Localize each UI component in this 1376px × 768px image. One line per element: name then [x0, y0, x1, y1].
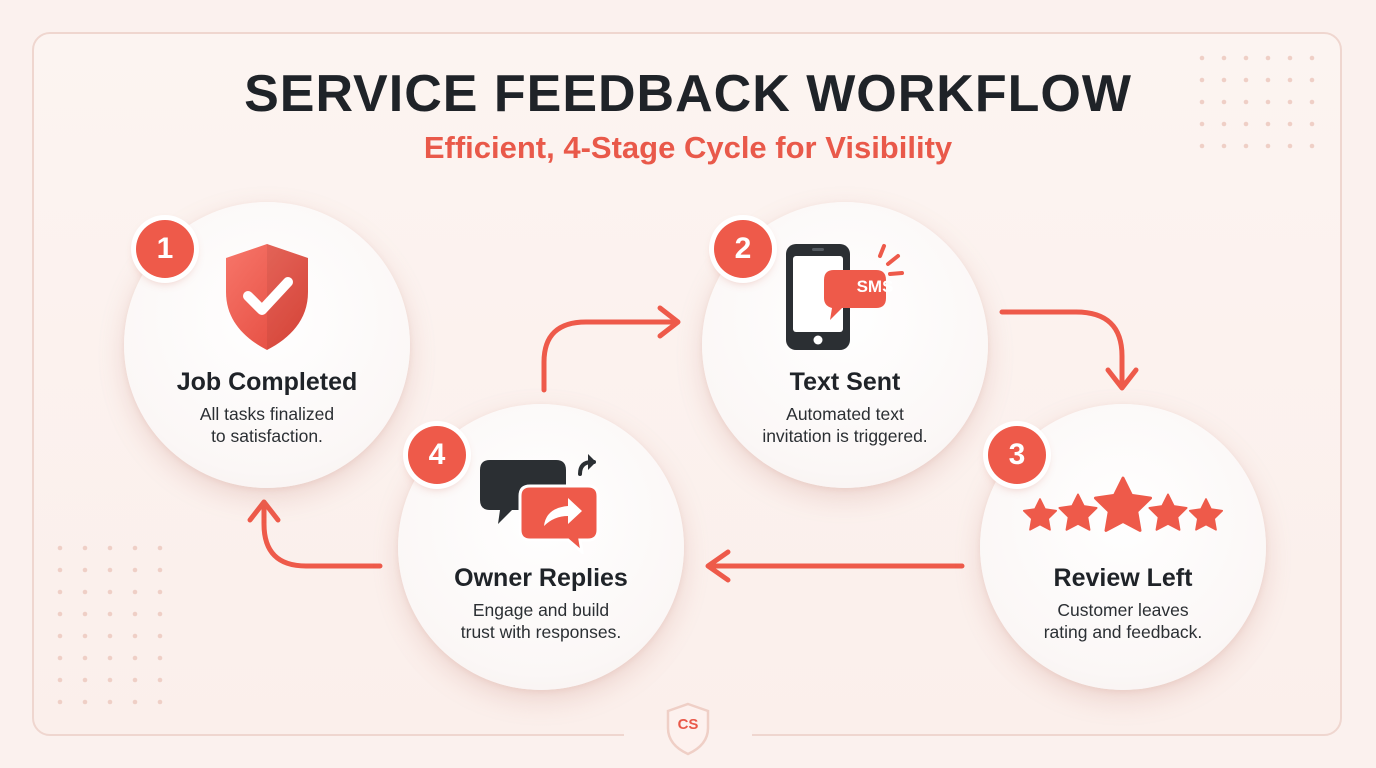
- five-stars-icon: [1022, 476, 1224, 532]
- arrow-to-stage-4-head: [705, 549, 731, 583]
- stage-title: Job Completed: [176, 368, 358, 396]
- logo-text: CS: [677, 716, 699, 733]
- stage-description-line-1: All tasks finalized: [199, 404, 335, 424]
- stage-description-line-1: Customer leaves: [1057, 600, 1189, 620]
- arrow-to-stage-2: [541, 319, 679, 393]
- stage-description-line-2: to satisfaction.: [211, 426, 323, 446]
- dot-grid-top-right: [1199, 55, 1315, 149]
- stage-title: Text Sent: [789, 368, 901, 396]
- stage-title: Owner Replies: [454, 564, 628, 592]
- arrow-to-stage-3: [999, 309, 1125, 389]
- stage-description-line-2: rating and feedback.: [1043, 622, 1203, 642]
- stage-4-number-badge: 4: [408, 426, 466, 484]
- page-title: SERVICE FEEDBACK WORKFLOW: [244, 65, 1132, 123]
- stage-3-number-badge: 3: [988, 426, 1046, 484]
- stage-1-job-completed: Job Completed All tasks finalized to sat…: [124, 202, 410, 488]
- page-subtitle: Efficient, 4-Stage Cycle for Visibility: [423, 130, 953, 165]
- sms-label: SMS: [856, 277, 894, 296]
- stage-title: Review Left: [1053, 564, 1193, 592]
- stage-description-line-2: trust with responses.: [460, 622, 622, 642]
- stage-description-line-1: Automated text: [786, 404, 904, 424]
- cs-shield-logo: [666, 702, 710, 756]
- phone-sms-icon: [786, 244, 904, 350]
- shield-check-icon: [226, 244, 308, 350]
- reply-chat-icon: [480, 454, 600, 554]
- arrow-to-stage-3-head: [1105, 367, 1139, 391]
- stage-2-number-badge: 2: [714, 220, 772, 278]
- arrow-to-stage-2-head: [657, 305, 681, 339]
- stage-description-line-1: Engage and build: [472, 600, 610, 620]
- arrow-to-stage-1-head: [247, 499, 281, 523]
- dot-grid-bottom-left: [57, 545, 163, 705]
- stage-1-number-badge: 1: [136, 220, 194, 278]
- stage-description-line-2: invitation is triggered.: [762, 426, 928, 446]
- arrow-to-stage-1: [261, 501, 383, 569]
